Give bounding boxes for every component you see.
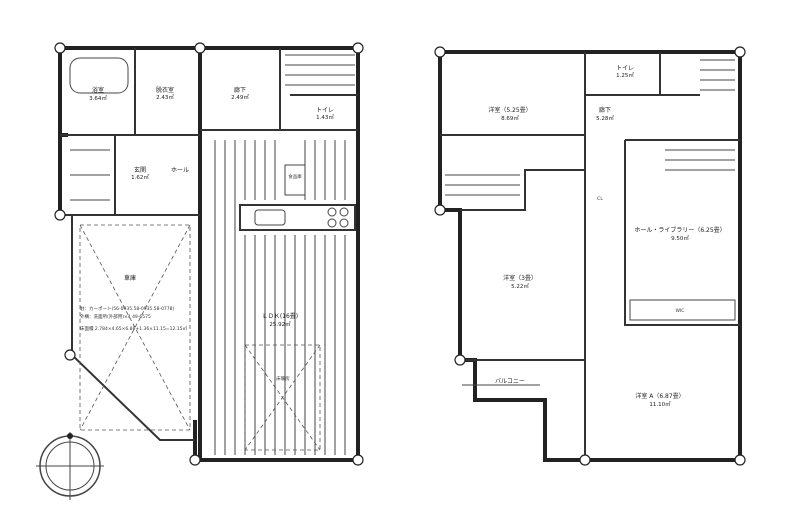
label-bedroom-b: 洋室（3畳） [503,274,537,282]
ground-floor [54,42,364,466]
closet-label: CL [597,196,603,202]
parking-note-2: 外構：洗面所(外部用)×4 49-6575 [80,313,151,320]
label-hall: ホール [171,167,189,174]
label-washroom: 脱衣室 [156,86,174,94]
area-west-room: 8.69㎡ [501,114,519,122]
area-library: 9.50㎡ [671,234,689,242]
area-corridor-2: 5.28㎡ [596,114,614,122]
label-library: ホール・ライブラリー（6.25畳） [634,226,725,234]
pantry-label: 食品庫 [288,173,302,180]
area-toilet-2: 1.25㎡ [616,71,634,79]
ground-labels: 浴室 3.64㎡ 脱衣室 2.43㎡ 廊下 2.49㎡ トイレ 1.43㎡ 玄関… [80,86,334,382]
upper-labels: 洋室（5.25畳） 8.69㎡ トイレ 1.25㎡ 廊下 5.28㎡ 洋室（3畳… [488,65,725,408]
floor-heating-label: 床暖房 [276,375,290,382]
label-parking: 車庫 [124,274,136,282]
parking-note-1: 駐：カーポート(56-0935.58-0935.58-0778) [80,305,175,312]
label-balcony: バルコニー [495,378,525,385]
upper-floor [434,46,746,466]
label-toilet: トイレ [316,107,334,114]
label-entrance: 玄関 [134,166,146,174]
area-master: 11.10㎡ [649,400,671,408]
area-ldk: 25.92㎡ [269,320,291,328]
wic-label: WIC [676,308,685,314]
label-corridor-2: 廊下 [599,106,611,114]
ldk-flooring [214,140,346,455]
parking-note-3: 床面積 2.784×4.65×6.88+1.36×11.15=12.15㎡ [80,325,187,332]
label-west-room: 洋室（5.25畳） [488,106,531,114]
label-master: 洋室 A（6.87畳） [635,392,684,400]
area-entrance: 1.62㎡ [131,173,149,181]
label-ldk: ＬＤＫ(16畳) [262,313,298,320]
area-washroom: 2.43㎡ [156,93,174,101]
area-bedroom-b: 5.22㎡ [511,282,529,290]
label-toilet-2: トイレ [616,65,634,72]
label-corridor: 廊下 [234,86,246,94]
area-bath: 3.64㎡ [89,94,107,102]
area-corridor: 2.49㎡ [231,93,249,101]
compass [36,432,104,500]
label-bath: 浴室 [92,86,104,94]
area-toilet: 1.43㎡ [316,113,334,121]
